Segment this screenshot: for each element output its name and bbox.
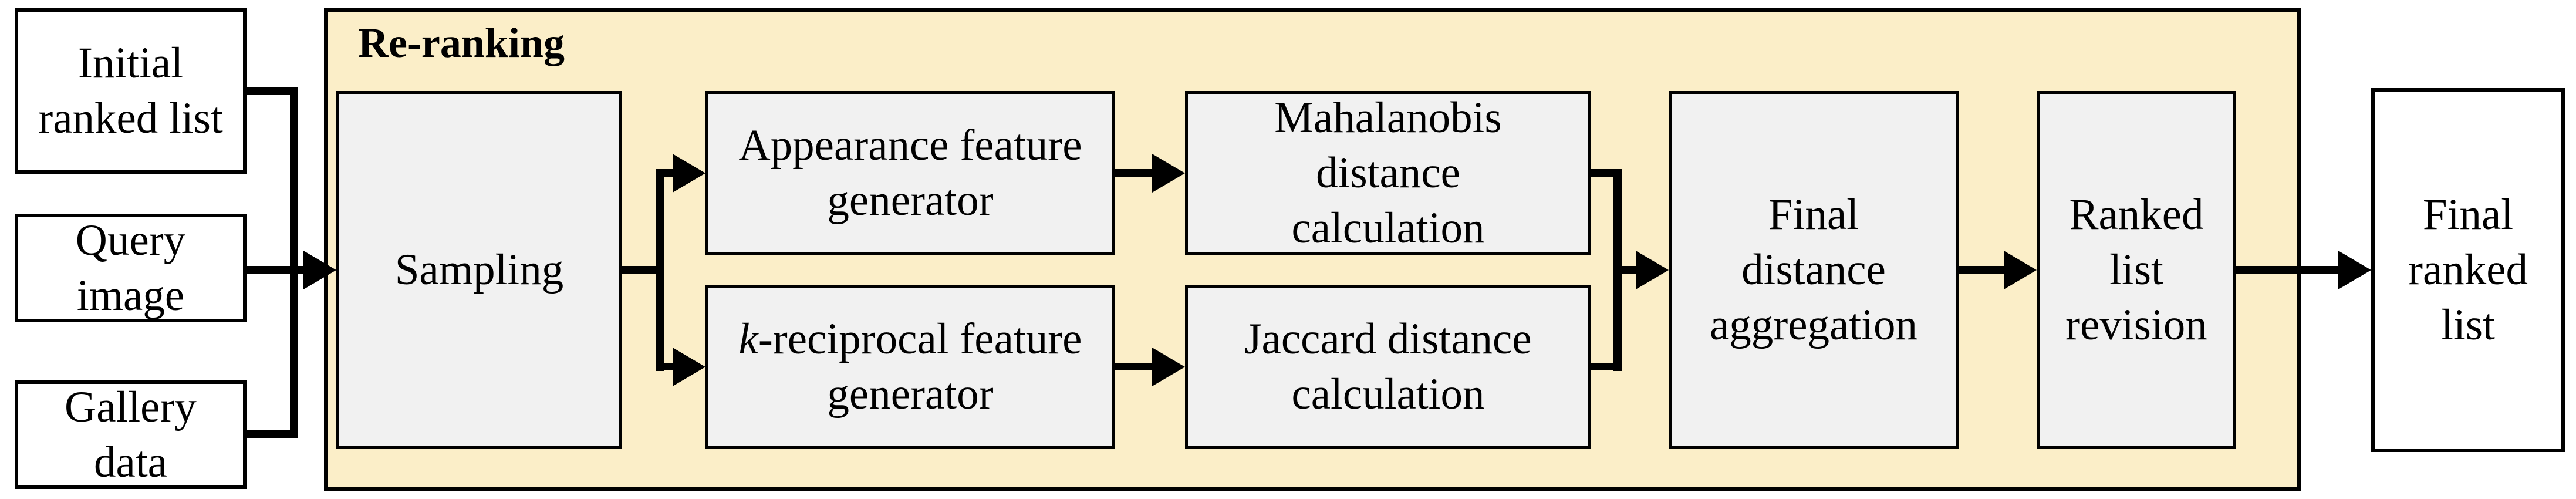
input-box-initial-ranked-list: Initial ranked list [15,8,247,174]
connector-branch-to-appearance [659,169,677,177]
node-kreciprocal-line2: generator [827,370,994,419]
node-ranked-list-revision: Ranked list revision [2037,91,2236,449]
node-jaccard-distance-calculation: Jaccard distance calculation [1185,285,1591,449]
arrowhead-into-sampling [303,251,336,289]
connector-input-bus-vertical [290,87,298,438]
connector-gallery-to-bus [247,430,298,438]
arrowhead-into-jaccard [1152,348,1185,386]
arrowhead-into-revision [2004,251,2037,289]
connector-branch-vertical [656,169,664,371]
connector-revision-to-output [2233,266,2341,274]
arrowhead-into-kreciprocal [673,348,705,386]
node-mahalanobis-line1: Mahalanobis [1274,93,1502,143]
node-kreciprocal-line1: k-reciprocal feature [739,312,1082,367]
node-ranked-revision-line2: list [2109,245,2163,295]
node-appearance-line1: Appearance feature [738,121,1082,170]
input-query-line2: image [76,271,185,320]
connector-appearance-to-mahalanobis [1114,169,1154,177]
arrowhead-into-output [2338,251,2371,289]
node-sampling-label: Sampling [394,245,564,295]
output-line2: ranked [2408,245,2528,295]
node-sampling: Sampling [336,91,622,449]
arrowhead-into-aggregation [1636,251,1669,289]
output-box-final-ranked-list: Final ranked list [2371,88,2565,452]
node-kreciprocal-line1-rest: -reciprocal feature [758,315,1082,364]
input-gallery-line2: data [94,437,167,487]
connector-kreciprocal-to-jaccard [1114,363,1154,370]
node-mahalanobis-distance-calculation: Mahalanobis distance calculation [1185,91,1591,255]
node-kreciprocal-k: k [738,315,758,364]
connector-aggregation-to-revision [1957,266,2004,274]
node-ranked-revision-line3: revision [2065,300,2207,349]
node-appearance-feature-generator: Appearance feature generator [705,91,1115,255]
connector-merge-to-aggregation [1613,266,1640,274]
input-query-line1: Query [75,215,186,265]
node-mahalanobis-line3: calculation [1291,203,1485,252]
node-final-distance-aggregation: Final distance aggregation [1669,91,1959,449]
connector-initial-to-bus [247,87,298,95]
node-jaccard-line1: Jaccard distance [1244,315,1532,364]
connector-sampling-stub [621,266,663,274]
node-final-aggregation-line3: aggregation [1709,300,1918,349]
node-ranked-revision-line1: Ranked [2069,190,2204,240]
connector-query-to-sampling [247,266,305,274]
node-final-aggregation-line1: Final [1768,190,1859,240]
input-box-query-image: Query image [15,214,247,322]
connector-branch-to-kreciprocal [659,363,677,370]
input-initial-line1: Initial [77,39,184,88]
node-kreciprocal-feature-generator: k-reciprocal feature generator [705,285,1115,449]
input-initial-line2: ranked list [38,94,223,143]
arrowhead-into-appearance [673,154,705,193]
input-box-gallery-data: Gallery data [15,380,247,489]
node-mahalanobis-line2: distance [1316,149,1460,198]
node-final-aggregation-line2: distance [1741,245,1886,295]
arrowhead-into-mahalanobis [1152,154,1185,193]
reranking-container-title: Re-ranking [358,19,565,66]
output-line3: list [2441,300,2495,349]
output-line1: Final [2422,190,2514,240]
input-gallery-line1: Gallery [65,382,197,431]
node-jaccard-line2: calculation [1291,370,1485,419]
node-appearance-line2: generator [827,176,994,225]
